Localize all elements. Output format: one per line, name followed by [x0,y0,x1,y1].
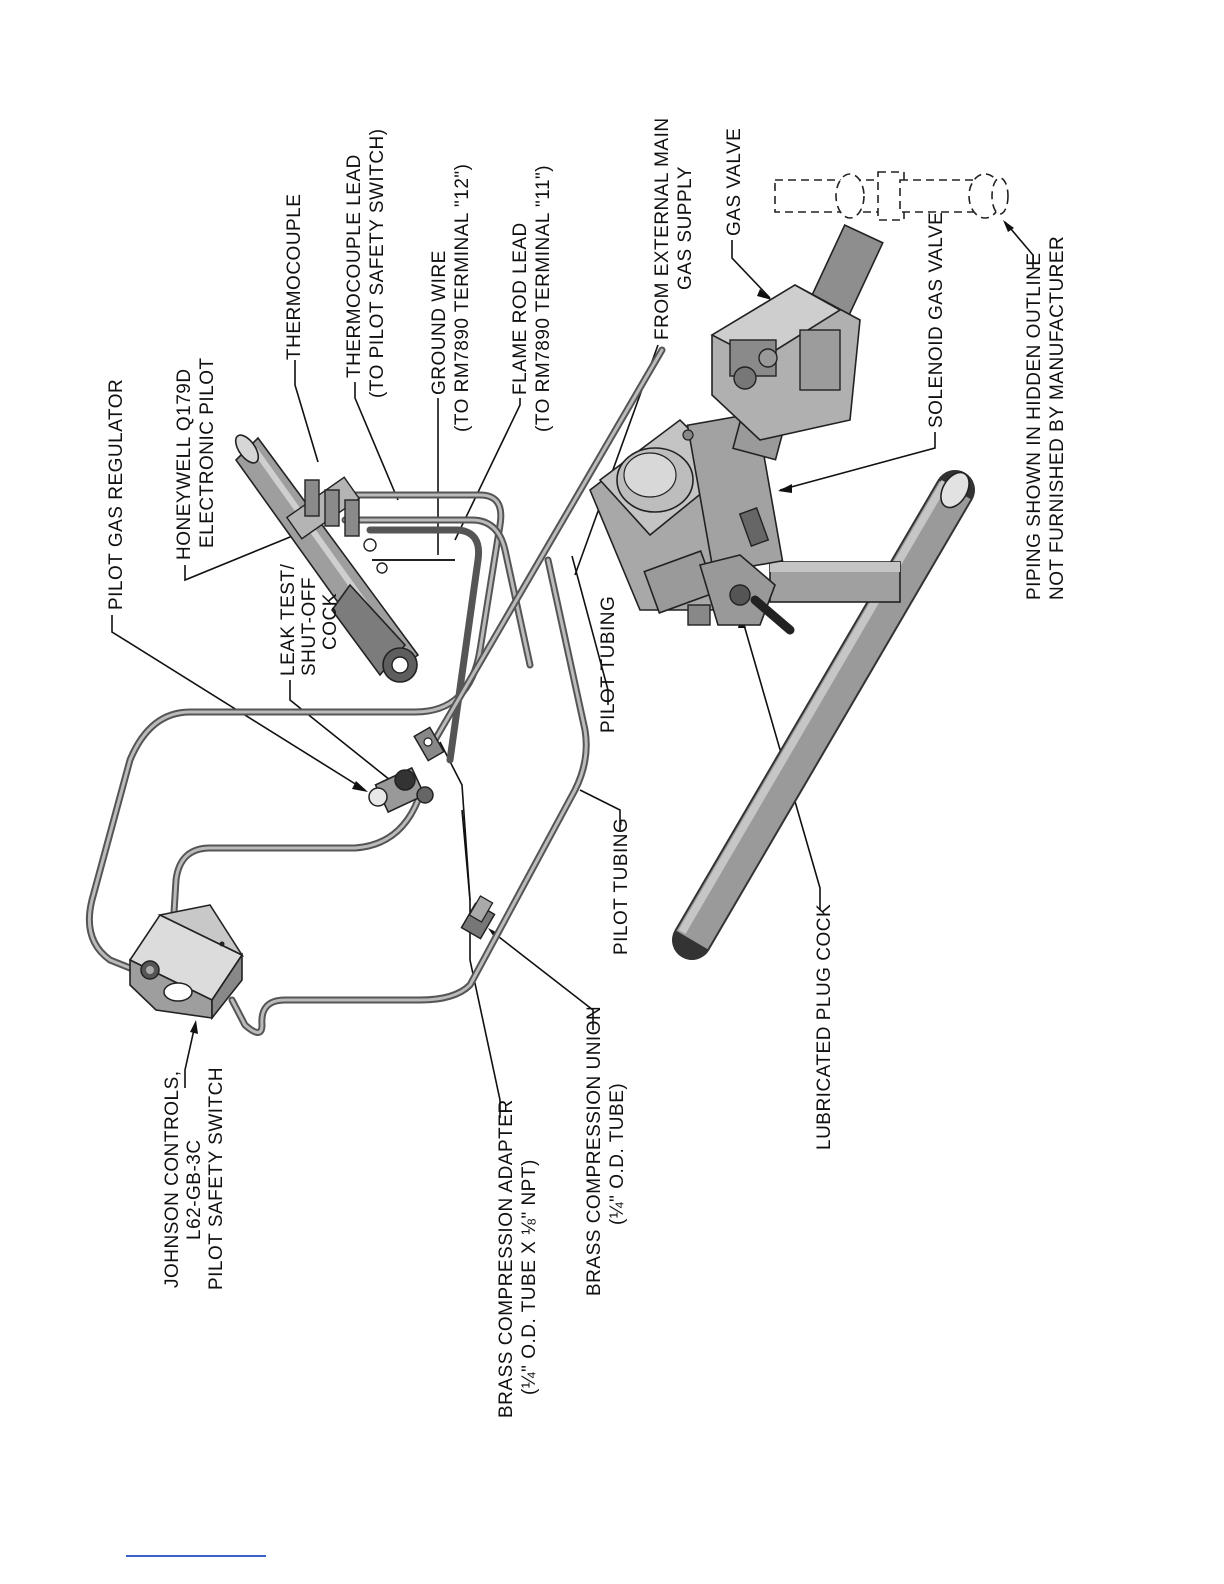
label-johnson-line3: PILOT SAFETY SWITCH [206,1067,227,1290]
pilot-safety-switch-box [128,904,245,1021]
label-johnson-line1: JOHNSON CONTROLS, [162,1070,183,1288]
hidden-outline-piping [774,171,1009,221]
label-brass-union-line2: (¼" O.D. TUBE) [607,1083,628,1225]
label-piping-hidden-line2: NOT FURNISHED BY MANUFACTURER [1047,236,1068,600]
electronic-pilot-assembly [234,434,455,683]
label-solenoid-gas-valve: SOLENOID GAS VALVE [926,212,947,428]
leader-lines [111,220,1034,1118]
main-gas-pipe [672,470,975,960]
pilot-tubing [85,346,666,1036]
label-gas-valve: GAS VALVE [724,128,745,236]
pilot-gas-regulator [368,766,434,814]
label-johnson-line2: L62-GB-3C [184,1139,205,1240]
label-honeywell-line2: ELECTRONIC PILOT [197,357,218,548]
label-pilot-tubing-upper: PILOT TUBING [598,596,619,733]
label-external-main-line2: GAS SUPPLY [675,166,696,290]
label-ground-wire-line1: GROUND WIRE [429,250,450,395]
label-pilot-gas-regulator: PILOT GAS REGULATOR [106,379,127,610]
label-lubricated-plug-cock: LUBRICATED PLUG COCK [814,904,835,1150]
label-leak-test-line3: COCK [320,593,341,650]
lubricated-plug-cock [687,554,795,635]
label-brass-union-line1: BRASS COMPRESSION UNION [584,1006,605,1296]
footer-rule [126,1555,266,1557]
label-brass-adapter-line1: BRASS COMPRESSION ADAPTER [496,1099,517,1418]
label-external-main-line1: FROM EXTERNAL MAIN [652,117,673,340]
leak-test-cock [413,726,445,762]
label-flame-rod-line2: (TO RM7890 TERMINAL "11") [533,165,554,432]
label-pilot-tubing-lower: PILOT TUBING [611,818,632,955]
label-brass-adapter-line2: (¼" O.D. TUBE X ⅛" NPT) [519,1159,540,1395]
label-ground-wire-line2: (TO RM7890 TERMINAL "12") [452,164,473,433]
label-thermocouple-lead-line1: THERMOCOUPLE LEAD [344,154,365,378]
label-thermocouple-lead-line2: (TO PILOT SAFETY SWITCH) [367,128,388,398]
gas-valve [710,284,861,441]
label-honeywell-line1: HONEYWELL Q179D [174,368,195,560]
brass-compression-union [460,895,496,940]
label-flame-rod-line1: FLAME ROD LEAD [510,222,531,395]
label-leak-test-line2: SHUT-OFF [299,577,320,676]
label-thermocouple: THERMOCOUPLE [284,194,305,360]
labels: PILOT GAS REGULATOR HONEYWELL Q179D ELEC… [106,117,1068,1418]
label-piping-hidden-line1: PIPING SHOWN IN HIDDEN OUTLINE [1024,252,1045,600]
label-leak-test-line1: LEAK TEST/ [278,563,299,676]
